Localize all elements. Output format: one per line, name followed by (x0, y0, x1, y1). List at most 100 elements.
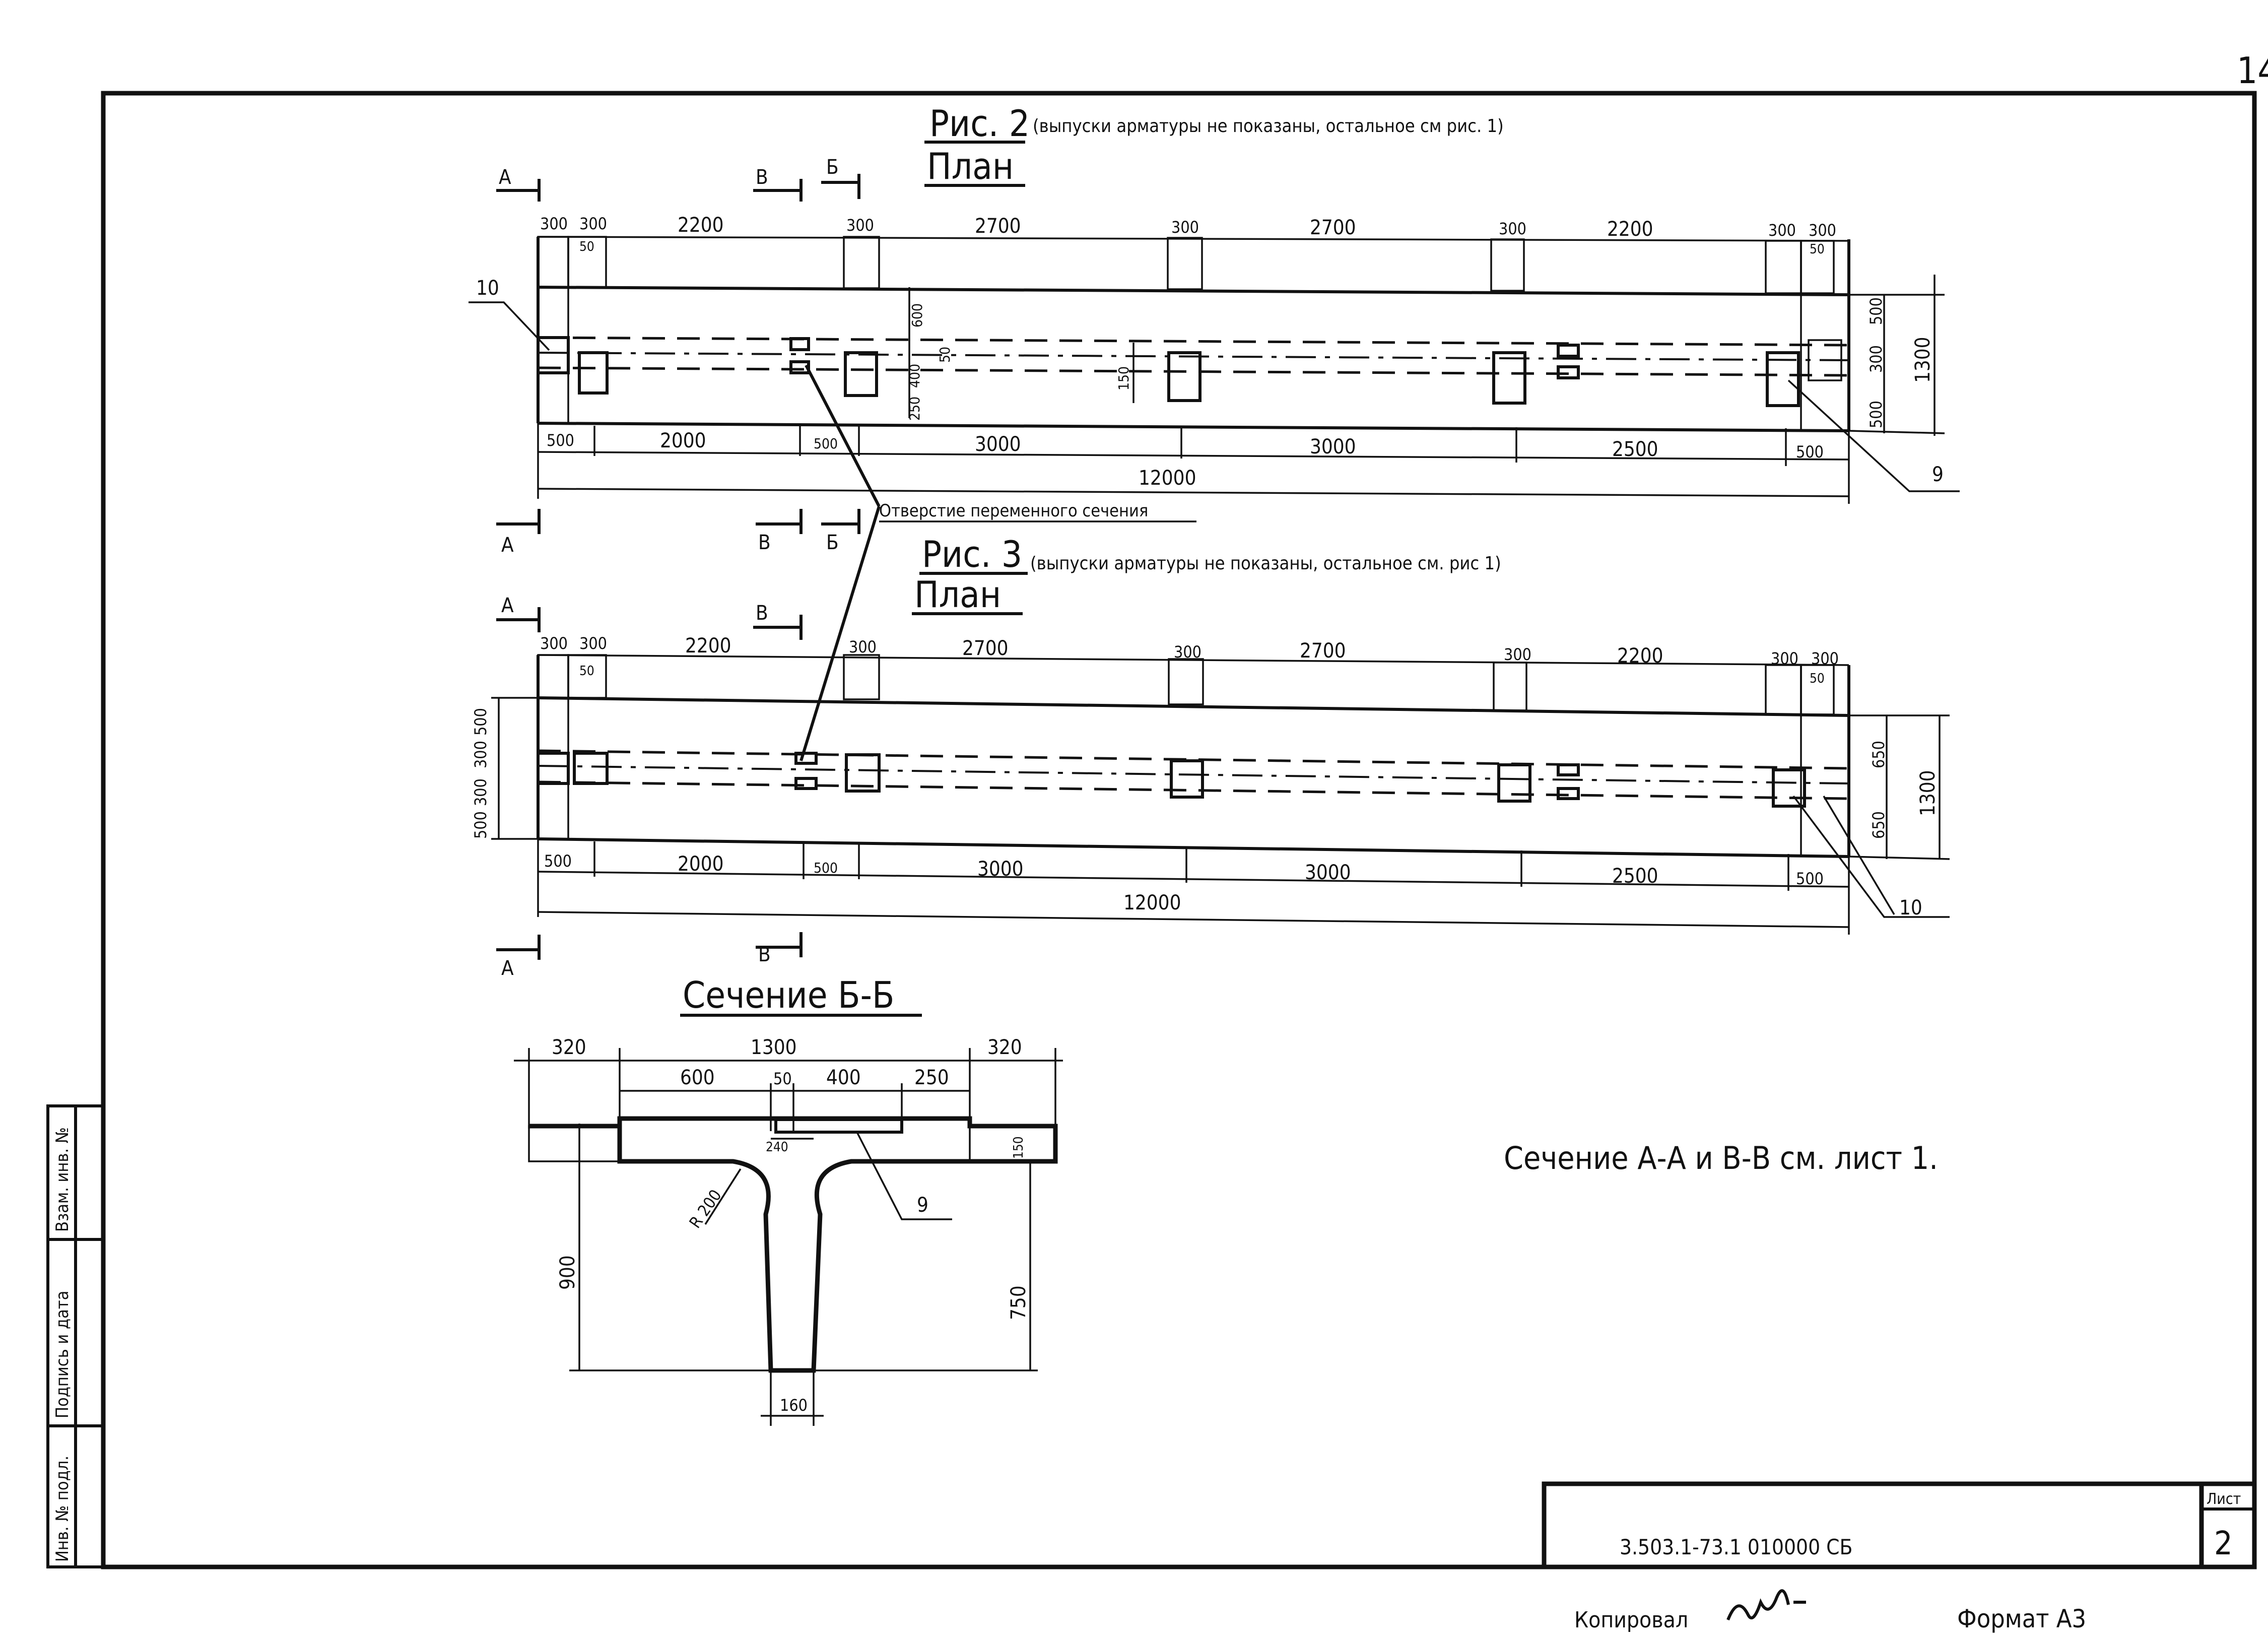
svg-text:2000: 2000 (678, 852, 724, 876)
svg-text:500: 500 (1866, 297, 1886, 325)
svg-text:А: А (501, 594, 514, 617)
svg-text:2200: 2200 (685, 634, 731, 658)
svg-text:160: 160 (780, 1396, 808, 1415)
svg-text:12000: 12000 (1139, 467, 1196, 490)
svg-text:А: А (501, 957, 514, 980)
fig2-hole (789, 337, 810, 351)
svg-text:2700: 2700 (975, 215, 1021, 238)
copier-signature (1726, 1589, 1806, 1621)
fig3-note: (выпуски арматуры не показаны, остальное… (1030, 553, 1501, 574)
svg-text:1300: 1300 (1916, 770, 1940, 816)
fig3-right-dimensions: 650 650 1300 (1848, 714, 1950, 860)
svg-text:500: 500 (471, 708, 490, 736)
svg-text:300: 300 (1504, 645, 1531, 664)
svg-text:2200: 2200 (678, 214, 724, 237)
svg-text:300: 300 (540, 634, 568, 653)
fig3-marker-v-top: В (753, 602, 803, 640)
fig2-marker-a-bottom: А (496, 509, 541, 557)
svg-text:500: 500 (1796, 442, 1824, 462)
svg-text:500: 500 (814, 860, 838, 876)
footer-copied: Копировал (1574, 1607, 1688, 1633)
section-note: Сечение А-А и В-В см. лист 1. (1504, 1140, 1938, 1176)
fig2-slab-top-edge (538, 286, 1849, 296)
stamp-sheet-label: Лист (2207, 1490, 2241, 1508)
svg-text:2500: 2500 (1612, 438, 1658, 461)
page-number: 14 (2237, 49, 2268, 92)
footer: Копировал Формат А3 (1574, 1589, 2086, 1633)
svg-text:50: 50 (579, 664, 594, 679)
fig2-marker-v-bottom: В (756, 509, 803, 554)
section-bb: Сечение Б-Б 320 1300 320 600 50 400 250 … (514, 974, 1063, 1426)
svg-text:300: 300 (1499, 219, 1526, 238)
footer-format: Формат А3 (1957, 1604, 2086, 1633)
svg-text:В: В (758, 943, 771, 966)
fig3-marker-a-bottom: А (496, 935, 541, 980)
svg-text:300: 300 (1171, 218, 1199, 237)
svg-text:А: А (501, 534, 514, 557)
svg-text:В: В (756, 166, 768, 189)
svg-text:500: 500 (814, 435, 838, 452)
fig2-hole-4 (1557, 365, 1580, 379)
fig2-marker-b-top: Б (821, 156, 860, 199)
svg-text:300: 300 (1809, 221, 1836, 240)
sheet-frame (101, 91, 2257, 1569)
fig3-left-dimensions: 500 300 300 500 (471, 697, 538, 840)
svg-text:3000: 3000 (1310, 435, 1356, 458)
svg-text:750: 750 (1007, 1285, 1030, 1320)
hole-label: Отверстие переменного сечения (799, 364, 1196, 761)
svg-text:300: 300 (1866, 345, 1886, 373)
svg-text:650: 650 (1869, 741, 1888, 768)
fig2-plan: План (927, 145, 1014, 187)
fig2-marker-b-bottom: Б (821, 509, 860, 554)
svg-text:400: 400 (906, 364, 923, 388)
svg-text:2200: 2200 (1607, 218, 1653, 241)
svg-text:300: 300 (1768, 221, 1796, 240)
svg-text:Отверстие переменного сечения: Отверстие переменного сечения (879, 501, 1148, 521)
svg-text:150: 150 (1115, 366, 1132, 390)
svg-text:Б: Б (826, 156, 839, 179)
svg-text:1300: 1300 (1911, 337, 1935, 383)
fig2-header: Рис. 2 (выпуски арматуры не показаны, ос… (924, 102, 1504, 187)
svg-text:2500: 2500 (1612, 865, 1658, 888)
svg-text:500: 500 (547, 431, 574, 450)
fig3-hole-4 (1557, 787, 1580, 800)
svg-text:1300: 1300 (751, 1036, 797, 1059)
svg-text:600: 600 (680, 1066, 715, 1089)
svg-text:240: 240 (766, 1140, 788, 1155)
fig3-plan-view: А В (471, 594, 1950, 980)
svg-text:900: 900 (556, 1255, 579, 1290)
svg-text:2700: 2700 (1300, 639, 1346, 663)
svg-text:250: 250 (914, 1066, 949, 1089)
fig2-top-dimensions: 300 300 2200 300 2700 300 2700 300 2200 … (538, 214, 1849, 257)
side-strip: Инв. № подл. Подпись и дата Взам. инв. № (46, 1104, 105, 1568)
svg-text:500: 500 (471, 811, 490, 839)
svg-text:300: 300 (846, 216, 874, 235)
svg-text:50: 50 (773, 1069, 792, 1088)
svg-text:2700: 2700 (962, 637, 1009, 660)
svg-text:2700: 2700 (1310, 216, 1356, 239)
svg-text:500: 500 (1866, 401, 1886, 428)
svg-text:500: 500 (544, 851, 572, 871)
svg-text:600: 600 (909, 303, 925, 327)
stamp-code: 3.503.1-73.1 010000 СБ (1620, 1535, 1852, 1559)
side-label-vzam: Взам. инв. № (52, 1127, 73, 1232)
fig2-hole-3 (1557, 344, 1580, 358)
fig2-right-dimensions: 500 300 500 1300 (1848, 275, 1945, 436)
svg-text:320: 320 (987, 1036, 1022, 1059)
svg-text:300: 300 (1811, 649, 1839, 668)
side-label-inv: Инв. № подл. (52, 1456, 73, 1562)
svg-text:R 200: R 200 (685, 1186, 725, 1232)
fig3-marker-a-top: А (496, 594, 541, 632)
fig3-plan: План (914, 573, 1001, 616)
svg-text:300: 300 (1771, 649, 1798, 668)
fig2-note: (выпуски арматуры не показаны, остальное… (1033, 116, 1504, 137)
svg-text:300: 300 (1174, 642, 1202, 662)
fig2-marker-a-top: А (496, 166, 541, 202)
fig2-callout-10: 10 (469, 277, 550, 351)
fig3-callout-10: 10 (1792, 795, 1950, 920)
svg-text:320: 320 (552, 1036, 586, 1059)
svg-text:9: 9 (917, 1194, 928, 1217)
title-block: Лист 2 3.503.1-73.1 010000 СБ (1542, 1481, 2257, 1569)
svg-text:500: 500 (1796, 869, 1824, 888)
